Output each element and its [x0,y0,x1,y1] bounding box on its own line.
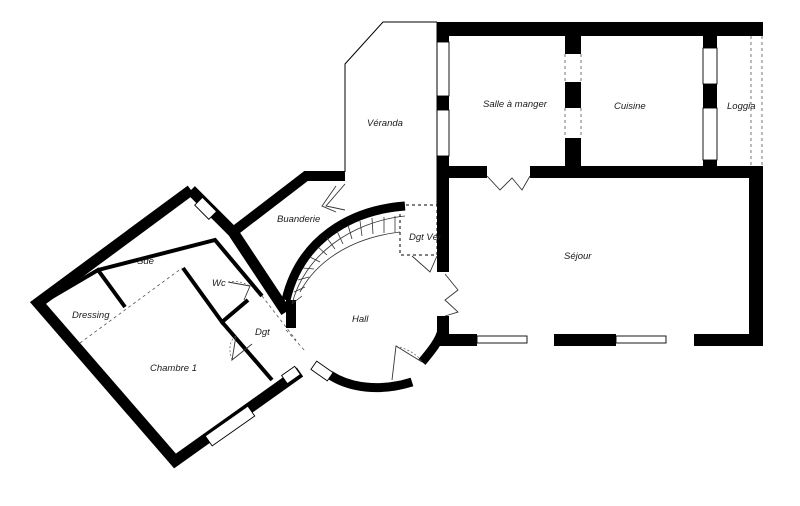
wall-partition-2a [703,36,717,48]
buanderie-top-wall [229,171,345,236]
label-dgt: Dgt [255,327,270,338]
stair-treads [291,216,396,305]
veranda-outline [344,21,437,172]
wall-veranda-right-a [437,22,449,42]
wall-partition-1a [565,36,581,54]
stair-outer-curve [291,215,406,305]
room-labels: Véranda Salle à manger Cuisine Loggia Bu… [72,99,756,374]
wall-veranda-right-b [437,96,449,110]
window-sde [194,196,218,220]
door-wc [227,281,251,301]
wall-partition-1c [565,138,581,168]
wall-sejour-bottom-right [694,334,763,346]
door-wc-arc [227,281,251,287]
window-chambre [204,405,256,447]
wall-sejour-right [749,166,763,346]
label-dressing: Dressing [72,310,110,321]
north-wing-windows [436,36,763,191]
door-buanderie [321,185,337,213]
veranda-walls [325,21,438,211]
hall-structure [281,201,447,393]
wall-partition-2b [703,84,717,108]
wall-mid-right [530,166,763,178]
partition-wc [181,266,250,325]
wall-partition-1b [565,82,581,108]
window-veranda-2 [436,109,450,157]
hall-arc-wall-top [281,201,406,302]
wall-mid-left [437,166,487,178]
label-wc: Wc [212,278,226,289]
buanderie-walls [229,171,345,236]
door-salle-sejour [486,175,531,191]
wall-veranda-right-c [437,156,449,180]
door-chambre-arc [229,335,237,361]
label-hall: Hall [352,314,369,325]
wall-partition-2c [703,160,717,168]
partition-chambre [220,320,274,382]
dash-dressing [79,267,183,344]
window-sejour-2 [615,335,667,344]
label-loggia: Loggia [727,101,756,112]
partition-sde [97,237,264,298]
wall-top [437,22,763,36]
label-dgt-ver: Dgt Vér [409,232,442,243]
door-hall-south [391,345,423,381]
hall-arc-wall [327,371,414,393]
wall-hall-entry [286,300,296,328]
door-hall-south-arc [395,345,423,363]
stair-inner-curve [299,231,401,293]
label-cuisine: Cuisine [614,101,646,112]
label-veranda: Véranda [367,118,403,129]
window-hall [310,360,334,382]
hall-arc-wall-right [418,328,447,365]
west-outer-wall [29,185,304,469]
window-sejour-1 [476,335,528,344]
wall-sejour-bottom-mid [554,334,616,346]
label-chambre-1: Chambre 1 [150,363,197,374]
label-sejour: Séjour [564,251,592,262]
sejour-walls [437,166,763,346]
west-wing [29,185,307,469]
door-sejour-hall [444,273,459,317]
door-veranda [325,183,346,211]
door-dgt-ver [411,255,438,273]
north-wing-walls [437,22,763,180]
label-salle-a-manger: Salle à manger [483,99,548,110]
window-dgt [280,365,302,385]
window-cuisine-1 [702,47,718,85]
dgt-ver-box [399,204,438,256]
dash-dgt-2 [285,329,307,353]
window-veranda-1 [436,41,450,97]
wall-sejour-left-a [437,178,449,272]
label-buanderie: Buanderie [277,214,320,225]
window-cuisine-2 [702,107,718,161]
label-sde: Sde [137,256,154,267]
